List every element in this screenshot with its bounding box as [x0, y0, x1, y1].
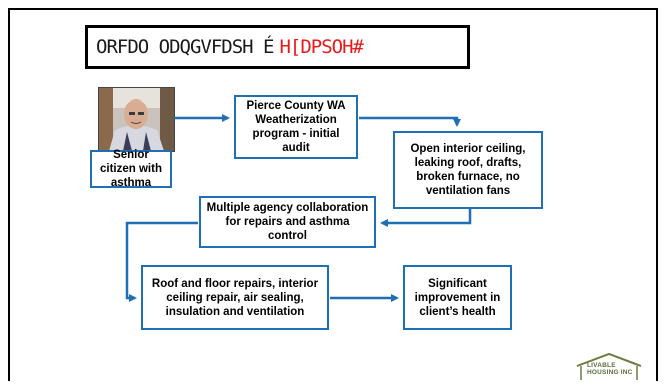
logo-line2: HOUSING INC — [587, 369, 633, 376]
node-weatherization-program: Pierce County WA Weatherization program … — [234, 95, 358, 159]
logo-text: LIVABLE HOUSING INC — [587, 362, 633, 376]
node-senior-citizen: Senior citizen with asthma — [90, 149, 172, 189]
node-housing-problems: Open interior ceiling, leaking roof, dra… — [393, 131, 543, 209]
title-main-text: ORFDO ODQGVFDSH É — [96, 36, 274, 58]
slide-frame — [8, 8, 658, 381]
livable-housing-logo: LIVABLE HOUSING INC — [573, 352, 645, 381]
node-agency-collaboration: Multiple agency collaboration for repair… — [199, 196, 376, 248]
node-repairs: Roof and floor repairs, interior ceiling… — [141, 265, 329, 330]
arrow-multiple-to-roof — [125, 221, 198, 302]
house-roof-icon — [576, 352, 642, 380]
arrow-open-to-multiple — [380, 209, 472, 227]
portrait-image — [99, 88, 174, 151]
slide-title: ORFDO ODQGVFDSH É H[DPSOH# — [85, 25, 470, 69]
arrow-pierce-to-open — [359, 116, 461, 127]
senior-citizen-photo — [98, 87, 175, 152]
logo-line1: LIVABLE — [587, 362, 616, 369]
node-health-improvement: Significant improvement in client’s heal… — [403, 265, 512, 330]
title-highlight-text: H[DPSOH# — [279, 36, 364, 58]
